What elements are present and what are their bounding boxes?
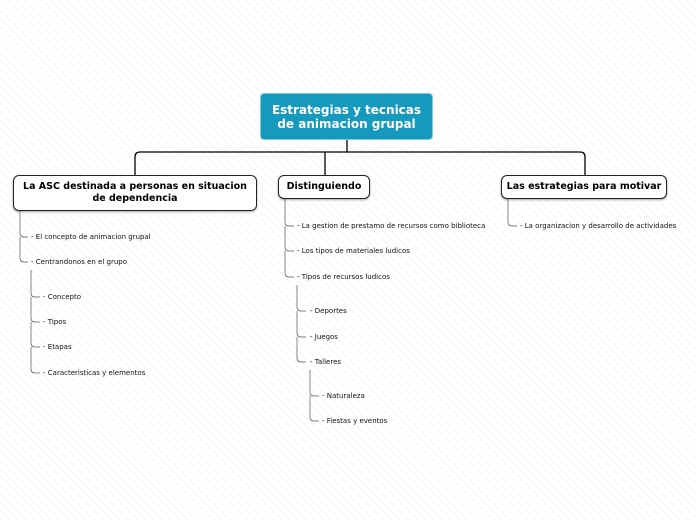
topic-centrandonos-grupo[interactable]: - Centrandonos en el grupo [31,258,127,266]
branch1-item-lines [19,211,28,263]
branch2-subsubitem-lines [309,370,319,422]
branch3-item-lines [507,199,517,227]
topic-label: Deportes [314,307,347,315]
branch-title: Las estrategias para motivar [506,181,662,192]
subtopic-juegos[interactable]: - Juegos [310,333,338,341]
subtopic-deportes[interactable]: - Deportes [310,307,347,315]
topic-label: Juegos [314,333,338,341]
subtopic-talleres[interactable]: - Talleres [310,358,342,366]
root-connector [134,140,586,175]
subtopic-caracteristicas[interactable]: - Caracteristicas y elementos [43,369,146,377]
branch2-subitem-lines [296,285,306,363]
topic-label: Tipos de recursos ludicos [301,273,390,281]
topic-label: La gestion de prestamo de recursos como … [301,222,486,230]
topic-label: Centrandonos en el grupo [35,258,127,266]
topic-concepto-animacion-grupal[interactable]: - El concepto de animacion grupal [31,233,151,241]
branch-distinguiendo[interactable]: Distinguiendo [278,175,370,199]
topic-label: Fiestas y eventos [326,417,388,425]
topic-label: Tipos [47,318,67,326]
topic-label: Talleres [314,358,342,366]
topic-label: La organizacion y desarrollo de activida… [524,222,677,230]
subtopic-naturaleza[interactable]: - Naturaleza [322,392,365,400]
subtopic-etapas[interactable]: - Etapas [43,343,72,351]
topic-tipos-recursos[interactable]: - Tipos de recursos ludicos [297,273,390,281]
branch-title: Distinguiendo [286,181,362,192]
topic-label: Naturaleza [326,392,365,400]
branch-title-line1: La ASC destinada a personas en situacion [23,181,247,192]
subtopic-fiestas-eventos[interactable]: - Fiestas y eventos [322,417,388,425]
topic-label: Caracteristicas y elementos [47,369,146,377]
topic-label: Los tipos de materiales ludicos [301,247,410,255]
topic-tipos-materiales[interactable]: - Los tipos de materiales ludicos [297,247,410,255]
subtopic-tipos[interactable]: - Tipos [43,318,67,326]
branch2-item-lines [284,199,294,278]
topic-organizacion-actividades[interactable]: - La organizacion y desarrollo de activi… [520,222,677,230]
central-topic[interactable]: Estrategias y tecnicas de animacion grup… [260,93,433,140]
branch1-subitem-lines [30,270,40,374]
topic-label: El concepto de animacion grupal [35,233,151,241]
branch-title-line2: de dependencia [92,193,178,204]
central-topic-line1: Estrategias y tecnicas [271,102,422,117]
topic-gestion-prestamo[interactable]: - La gestion de prestamo de recursos com… [297,222,486,230]
topic-label: Concepto [47,293,81,301]
subtopic-concepto[interactable]: - Concepto [43,293,81,301]
branch-asc-dependencia[interactable]: La ASC destinada a personas en situacion… [13,175,257,211]
central-topic-line2: de animacion grupal [277,116,416,131]
topic-label: Etapas [47,343,72,351]
branch-estrategias-motivar[interactable]: Las estrategias para motivar [501,175,667,199]
